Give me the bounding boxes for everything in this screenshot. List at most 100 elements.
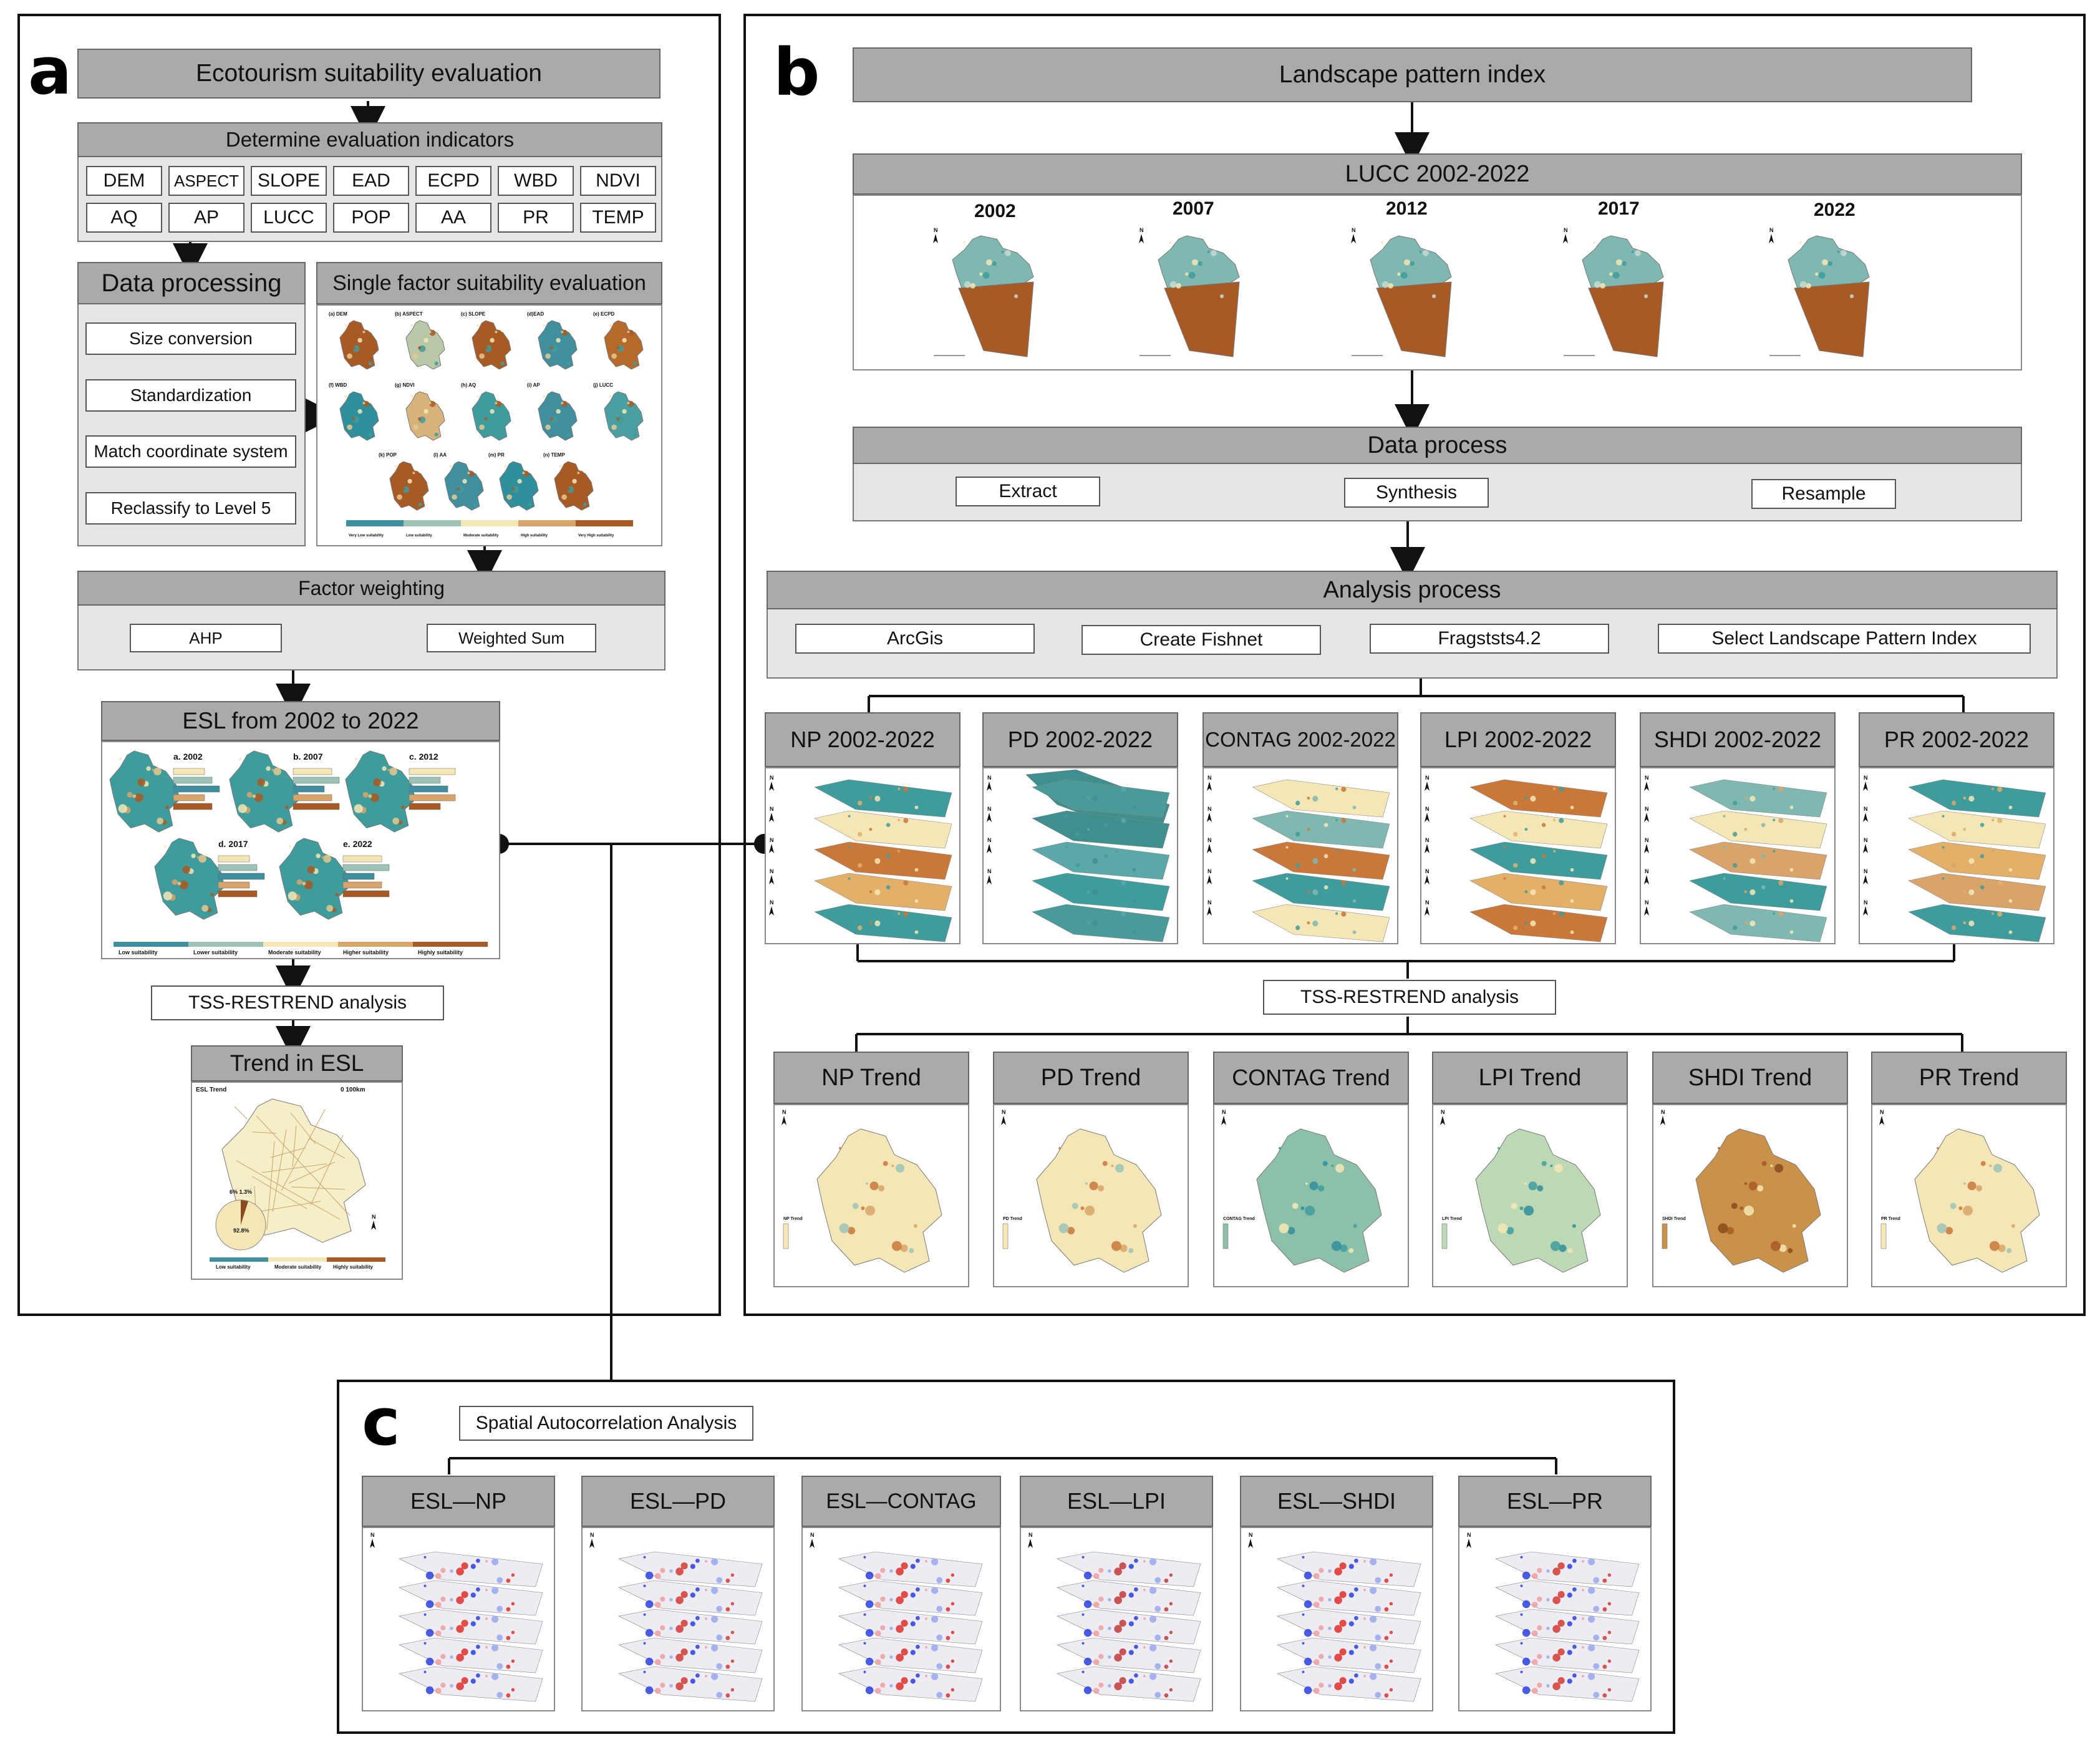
trend-pr-title: PR Trend — [1871, 1052, 2067, 1104]
trend-map-region — [816, 1128, 942, 1273]
series-map-patch — [1285, 877, 1289, 880]
pair-map-patch — [1114, 1682, 1122, 1690]
north-arrow-icon: N — [987, 868, 992, 874]
pair-map-patch — [1164, 1635, 1169, 1640]
pair-map-slice — [618, 1637, 763, 1673]
pair-map-patch — [1384, 1693, 1389, 1698]
factor-map-region — [389, 461, 429, 511]
north-arrow-icon — [781, 1116, 786, 1125]
series-map-patch — [1503, 815, 1506, 818]
pair-map-slice — [1495, 1666, 1640, 1702]
pair-map-patch — [1328, 1598, 1332, 1602]
pair-map-patch — [880, 1567, 886, 1573]
pair-map-slice — [1057, 1551, 1201, 1587]
indicator-slope: SLOPE — [251, 166, 327, 196]
esl-map-label: d. 2017 — [218, 839, 248, 849]
series-map-patch — [1942, 877, 1945, 880]
trend-map-patch — [1757, 1185, 1764, 1192]
trend-esl-boundary — [236, 1160, 341, 1220]
pair-map-patch — [1531, 1573, 1538, 1579]
trend-map-patch — [1744, 1182, 1747, 1185]
pair-map-patch — [643, 1556, 646, 1559]
north-arrow-icon: N — [770, 899, 774, 906]
north-arrow-icon — [1644, 844, 1649, 853]
pair-map-patch — [485, 1675, 488, 1678]
pair-map-patch — [1602, 1607, 1607, 1612]
pair-map-patch — [716, 1605, 723, 1612]
pair-map-patch — [1375, 1663, 1381, 1670]
series-map-patch — [1335, 818, 1338, 821]
lucc-map-patch — [1388, 283, 1393, 289]
factor-map-patch — [495, 402, 498, 405]
trend-map-legend-bar — [1222, 1223, 1229, 1249]
pair-map-patch — [496, 1577, 503, 1584]
pair-map-patch — [1334, 1625, 1342, 1633]
pair-map-patch — [946, 1664, 951, 1669]
pair-map-patch — [936, 1691, 943, 1698]
series-map-slice — [1032, 904, 1170, 942]
esl-bar — [218, 855, 250, 863]
trend-pd-title: PD Trend — [993, 1052, 1189, 1104]
factor-map-region — [472, 391, 511, 441]
pair-map-patch — [1328, 1655, 1332, 1659]
series-map-patch — [903, 818, 909, 823]
pair-map-patch — [910, 1621, 916, 1627]
trend-map-legend-bar — [1441, 1223, 1448, 1249]
esl-bar — [342, 855, 382, 863]
pair-map-patch — [476, 1587, 480, 1592]
north-arrow-icon — [1207, 813, 1212, 822]
factor-map-patch — [556, 409, 561, 414]
esl-map-label: e. 2022 — [343, 839, 372, 849]
series-map-patch — [1307, 890, 1310, 894]
pair-map-patch — [491, 1587, 499, 1594]
pair-map-patch — [1149, 1673, 1157, 1680]
pair-map-patch — [1567, 1650, 1572, 1655]
pair-map-patch — [865, 1686, 874, 1695]
pair-map-patch — [910, 1650, 916, 1655]
series-map-patch — [1323, 791, 1328, 796]
pair-map-patch — [916, 1587, 920, 1592]
series-map-patch — [1570, 836, 1574, 841]
lucc-map-patch — [1169, 241, 1172, 244]
esl-legend-label: Lower suitability — [193, 949, 238, 956]
series-map-patch — [1335, 912, 1338, 915]
lucc-map-patch — [1616, 259, 1622, 266]
pair-map-patch — [1328, 1569, 1332, 1573]
lucc-map-patch — [1211, 249, 1217, 256]
series-map-patch — [2008, 930, 2013, 934]
pair-map-patch — [896, 1596, 904, 1604]
north-arrow-icon: N — [1769, 227, 1774, 233]
north-arrow-icon: N — [1002, 1109, 1006, 1115]
series-map-patch — [1075, 925, 1080, 931]
north-arrow-icon: N — [987, 775, 992, 781]
pair-map-patch — [1093, 1630, 1100, 1637]
pair-map-patch — [645, 1571, 654, 1580]
esl-map-patch — [370, 793, 379, 802]
trend-map-region — [1695, 1128, 1821, 1273]
trend-esl-boundary — [288, 1161, 336, 1184]
pair-map-patch — [1149, 1615, 1157, 1623]
lucc-year-2022: 2022 — [1814, 200, 1856, 220]
pair-map-patch — [863, 1642, 866, 1645]
pair-map-patch — [1348, 1592, 1354, 1598]
north-arrow-icon: N — [372, 1214, 376, 1220]
lucc-map-patch — [1169, 281, 1177, 288]
north-arrow-icon — [1863, 906, 1868, 916]
series-map-patch — [1513, 894, 1518, 899]
trend-map-patch — [865, 1206, 876, 1216]
north-arrow-icon — [1425, 781, 1430, 791]
pair-map-patch — [1537, 1682, 1542, 1688]
series-map-slice — [1469, 841, 1608, 880]
pair-map-patch — [925, 1589, 927, 1592]
pair-map-slice — [618, 1551, 763, 1587]
pair-map-patch — [1108, 1684, 1111, 1688]
pair-map-patch — [511, 1688, 515, 1691]
trend-map-patch — [1998, 1244, 2006, 1252]
series-map-patch — [1968, 889, 1975, 896]
north-arrow-icon — [1351, 234, 1356, 243]
esl-map-patch — [132, 794, 137, 798]
north-arrow-icon: N — [770, 837, 774, 843]
series-map-patch — [1103, 791, 1108, 796]
series-map-slice — [1032, 841, 1170, 880]
